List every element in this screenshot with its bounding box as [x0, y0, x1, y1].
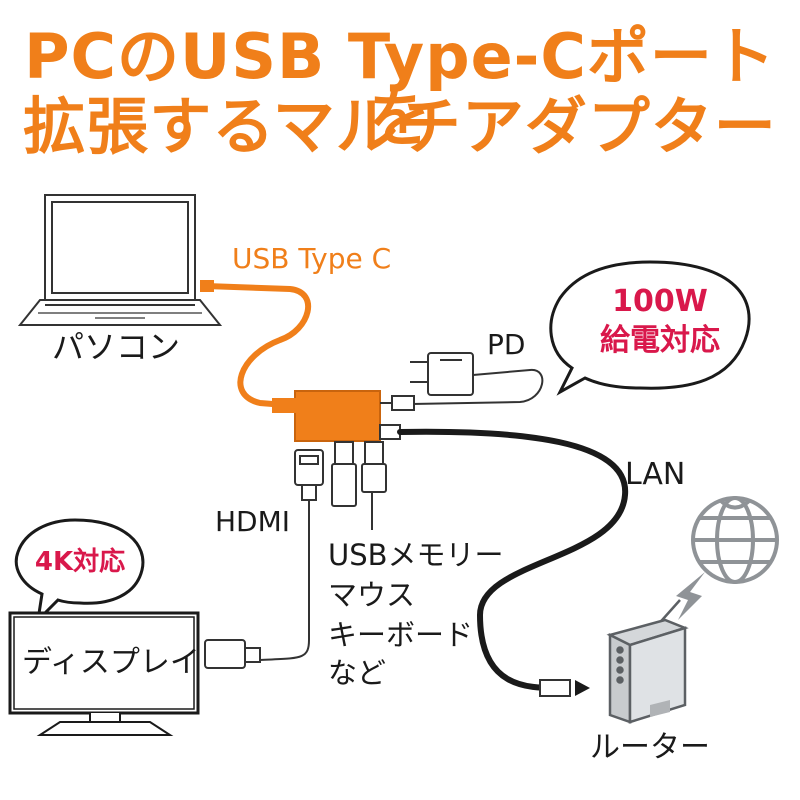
usb-a-plug-icon-1: [331, 441, 357, 507]
usb-devices-line-3: キーボード: [328, 618, 474, 652]
display-label: ディスプレイ: [22, 645, 200, 680]
usb-devices-line-4: など: [328, 656, 387, 690]
pd-label: PD: [487, 328, 526, 361]
usb-devices-line-2: マウス: [328, 578, 416, 612]
wireless-signal-icon: [676, 572, 705, 620]
hdmi-end-plug-icon: [204, 639, 261, 669]
hdmi-plug-icon: [294, 449, 324, 501]
usb-c-cable: [203, 283, 311, 409]
usb-devices-line-1: USBメモリー: [328, 538, 504, 572]
pd-cable: [411, 368, 544, 405]
title-line-1: PCのUSB Type-Cポートを: [24, 20, 776, 155]
globe-icon: [691, 496, 779, 584]
hdmi-label: HDMI: [215, 505, 291, 538]
power-speech-bubble: [549, 260, 751, 396]
power-bubble-line-2: 給電対応: [600, 323, 720, 358]
power-bubble-line-1: 100W: [612, 284, 708, 319]
resolution-bubble-text: 4K対応: [34, 547, 126, 577]
power-adapter-icon: [410, 352, 474, 396]
title-line-2: 拡張するマルチアダプター: [23, 90, 777, 163]
hdmi-cable: [259, 500, 310, 661]
router-label: ルーター: [590, 730, 710, 765]
monitor-icon: [8, 611, 200, 715]
pc-label: パソコン: [52, 328, 181, 366]
resolution-speech-bubble: [14, 518, 145, 625]
router-icon: [606, 599, 689, 724]
adapter-hub: [294, 390, 381, 442]
laptop-icon: [17, 194, 223, 326]
usb-a-plug-icon-2: [361, 441, 387, 493]
lan-label: LAN: [625, 457, 686, 492]
usb-type-c-label: USB Type C: [232, 242, 392, 275]
lan-cable: [397, 428, 629, 692]
